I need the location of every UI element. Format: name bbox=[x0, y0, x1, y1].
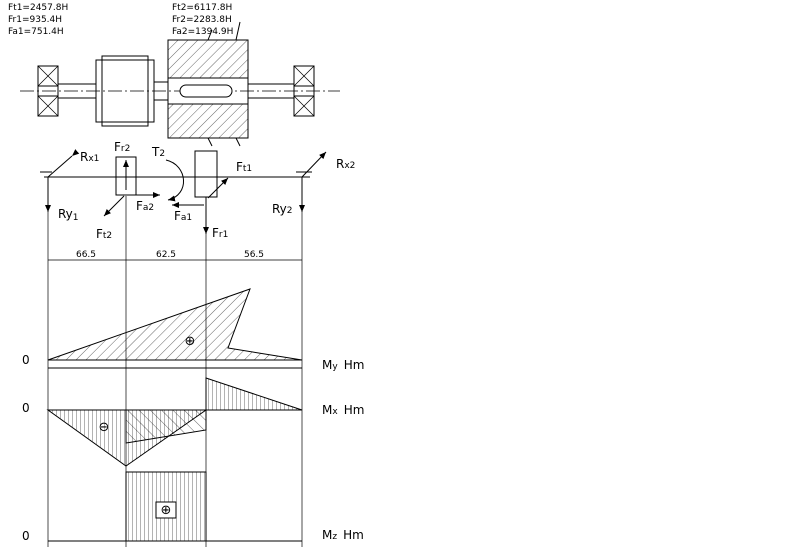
force-values-right: Ft2=6117.8H Fr2=2283.8H Fa2=1394.9H bbox=[172, 3, 233, 37]
mz-sign: ⊕ bbox=[161, 503, 172, 518]
force-values-left: Ft1=2457.8H Fr1=935.4H Fa1=751.4H bbox=[8, 3, 68, 37]
dimension-3: 56.5 bbox=[244, 250, 264, 260]
dimension-1: 66.5 bbox=[76, 250, 96, 260]
force-value-fa1: Fa1=751.4H bbox=[8, 27, 64, 37]
label-ry1: Ry1 bbox=[58, 207, 79, 223]
label-fr1: Fr1 bbox=[212, 226, 228, 240]
label-ft2: Ft2 bbox=[96, 227, 112, 241]
gear-hub-section bbox=[167, 21, 249, 147]
label-t2: T2 bbox=[151, 145, 165, 159]
label-fa1: Fa1 bbox=[174, 209, 192, 223]
pinion-gear bbox=[95, 55, 155, 127]
shaft-keyway bbox=[179, 84, 233, 98]
my-diagram-area bbox=[47, 288, 303, 361]
dimension-2: 62.5 bbox=[156, 250, 176, 260]
mx-sign: ⊖ bbox=[99, 420, 110, 435]
gear1-block bbox=[194, 150, 218, 198]
rx1-arrow bbox=[47, 149, 80, 178]
label-rx2: Rx2 bbox=[336, 157, 355, 171]
my-sign: ⊕ bbox=[185, 334, 196, 349]
force-value-ft1: Ft1=2457.8H bbox=[8, 3, 68, 13]
force-value-fr2: Fr2=2283.8H bbox=[172, 15, 232, 25]
force-value-fa2: Fa2=1394.9H bbox=[172, 27, 233, 37]
loading-diagram: Rx1 Rx2 Ry1 Ry2 Fr2 T2 Ft1 Fa2 Fa1 Ft2 F… bbox=[40, 140, 355, 241]
force-value-ft2: Ft2=6117.8H bbox=[172, 3, 232, 13]
label-rx1: Rx1 bbox=[80, 150, 99, 164]
rx2-arrow bbox=[301, 151, 327, 178]
my-zero-label: 0 bbox=[22, 353, 30, 367]
right-bearing bbox=[293, 65, 315, 117]
t2-arrow bbox=[165, 159, 184, 202]
ft1-arrow bbox=[207, 177, 229, 199]
dimension-line: 66.5 62.5 56.5 bbox=[48, 250, 302, 261]
mz-zero-label: 0 bbox=[22, 529, 30, 543]
force-value-fr1: Fr1=935.4H bbox=[8, 15, 62, 25]
mx-zero-label: 0 bbox=[22, 401, 30, 415]
label-fa2: Fa2 bbox=[136, 199, 154, 213]
label-fr2: Fr2 bbox=[114, 140, 130, 154]
label-ft1: Ft1 bbox=[236, 160, 252, 174]
ft2-arrow bbox=[103, 195, 125, 217]
mx-diagram-positive-area bbox=[205, 377, 303, 411]
label-ry2: Ry2 bbox=[272, 202, 293, 216]
shaft-assembly bbox=[20, 21, 340, 147]
gear2-block bbox=[115, 156, 137, 196]
left-bearing bbox=[37, 65, 59, 117]
